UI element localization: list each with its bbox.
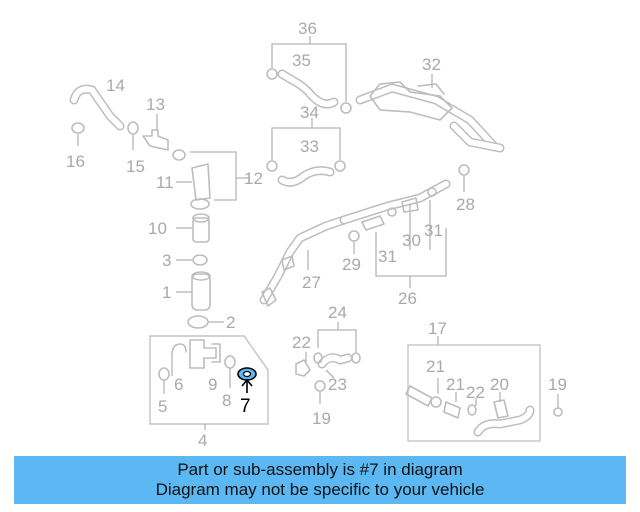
- part-labels: 36 35 32 14 13 34 33 16 15 11 12 28 31 3…: [66, 19, 567, 450]
- label-8: 8: [222, 391, 231, 410]
- label-13: 13: [146, 95, 165, 114]
- parts-diagram: 36 35 32 14 13 34 33 16 15 11 12 28 31 3…: [66, 19, 567, 450]
- part-4-tee: [189, 339, 217, 369]
- valve-10: [176, 213, 210, 243]
- label-22b: 22: [466, 383, 485, 402]
- clamp-3: [176, 254, 208, 266]
- hose-24: [313, 352, 361, 369]
- label-22a: 21: [426, 357, 445, 376]
- hose-33: [266, 160, 346, 187]
- label-1: 1: [162, 283, 171, 302]
- banner-line-1: Part or sub-assembly is #7 in diagram: [177, 460, 463, 479]
- bracket-25: [317, 322, 357, 352]
- label-23: 22: [292, 333, 311, 352]
- label-16: 16: [66, 152, 85, 171]
- label-35: 35: [292, 51, 311, 70]
- label-28: 28: [456, 195, 475, 214]
- clamp-16: [71, 122, 85, 146]
- clamp-19: [314, 369, 335, 404]
- bracket-12: [176, 151, 250, 201]
- label-18: 19: [548, 375, 567, 394]
- hose-35: [266, 68, 352, 114]
- assembly-box-17: [407, 336, 541, 442]
- label-32: 32: [422, 55, 441, 74]
- label-3: 3: [162, 251, 171, 270]
- label-30: 30: [402, 231, 421, 250]
- label-19: 19: [312, 409, 331, 428]
- label-24: 23: [328, 375, 347, 394]
- label-14: 14: [106, 76, 125, 95]
- info-banner: Part or sub-assembly is #7 in diagram Di…: [14, 456, 626, 504]
- label-10: 10: [148, 219, 167, 238]
- part-22b-clamp: [467, 398, 477, 416]
- label-2: 2: [226, 313, 235, 332]
- bracket-36: [271, 36, 347, 102]
- label-15: 15: [126, 157, 145, 176]
- label-36: 36: [298, 19, 317, 38]
- label-5: 5: [158, 397, 167, 416]
- clamps-28-29-31: [348, 164, 470, 254]
- label-21: 21: [446, 375, 465, 394]
- label-4: 4: [198, 431, 207, 450]
- label-25: 24: [328, 303, 347, 322]
- part-18-clamp: [553, 394, 563, 417]
- part-8-clip: [211, 343, 221, 363]
- part-20-hose: [473, 392, 535, 437]
- connector-13: [142, 114, 186, 161]
- part-9-washer: [224, 355, 236, 388]
- label-9: 9: [208, 375, 217, 394]
- banner-line-2: Diagram may not be specific to your vehi…: [155, 480, 485, 499]
- label-17: 17: [428, 319, 447, 338]
- label-29: 29: [342, 255, 361, 274]
- part-21-connector: [443, 392, 461, 419]
- fitting-23: [295, 352, 311, 377]
- label-26: 27: [302, 273, 321, 292]
- hose-1: [176, 271, 211, 311]
- assembly-box-4: [149, 335, 269, 430]
- part-5-clamp: [158, 367, 170, 394]
- label-7-highlighted: 7: [240, 396, 251, 417]
- clamp-15: [127, 121, 139, 150]
- label-34: 34: [300, 103, 319, 122]
- label-31b: 31: [378, 247, 397, 266]
- clamp-2: [187, 315, 224, 329]
- label-33: 33: [300, 137, 319, 156]
- part-22a-hose: [405, 378, 442, 408]
- label-31a: 31: [424, 221, 443, 240]
- label-12: 12: [244, 169, 263, 188]
- label-27: 26: [398, 289, 417, 308]
- bracket-34: [271, 118, 341, 160]
- label-11: 11: [156, 173, 174, 192]
- part-7-highlighted[interactable]: [237, 367, 257, 393]
- label-20: 20: [490, 375, 509, 394]
- hose-11: [190, 163, 211, 210]
- part-6-fitting: [171, 343, 187, 376]
- hose-14: [69, 84, 125, 131]
- pipe-assembly-32: [355, 74, 505, 153]
- label-6: 6: [174, 375, 183, 394]
